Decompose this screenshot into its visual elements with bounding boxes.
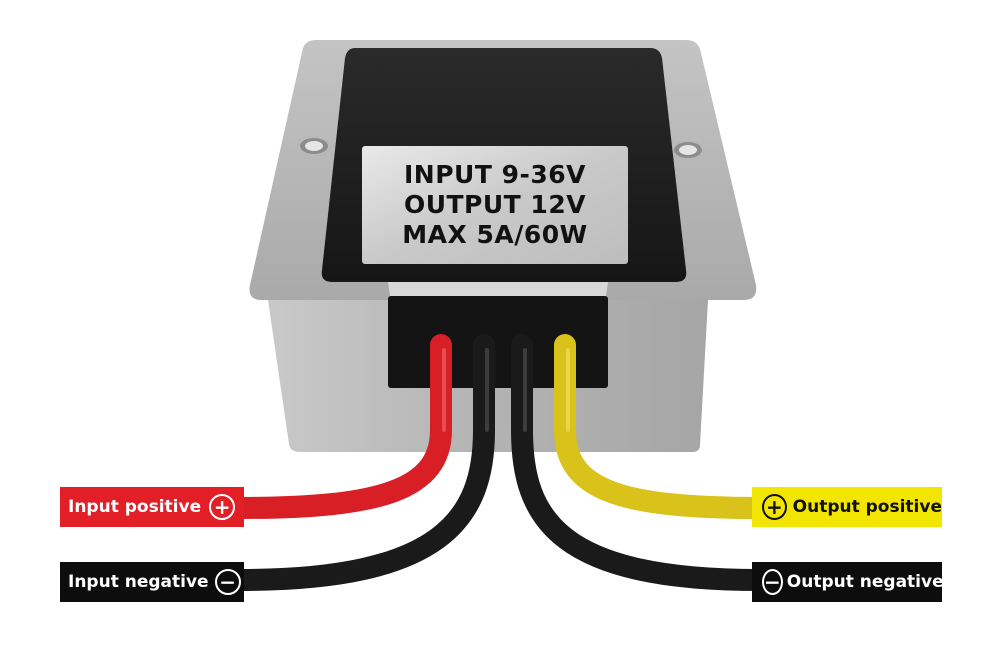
spec-input: INPUT 9-36V	[403, 160, 586, 189]
spec-output: OUTPUT 12V	[403, 190, 587, 219]
input-positive-tag: Input positive +	[60, 487, 244, 527]
output-positive-text: Output positive	[792, 497, 942, 517]
minus-icon: −	[762, 569, 783, 595]
input-negative-text: Input negative	[68, 572, 209, 592]
input-positive-text: Input positive	[68, 497, 202, 517]
spec-label: INPUT 9-36V OUTPUT 12V MAX 5A/60W	[362, 146, 628, 264]
wire-input-positive	[229, 334, 452, 519]
spec-plate	[362, 146, 628, 264]
housing	[249, 40, 757, 452]
output-positive-tag: + Output positive	[752, 487, 942, 527]
output-negative-text: Output negative	[786, 572, 944, 592]
minus-icon: −	[214, 569, 241, 595]
wire-output-positive	[554, 334, 771, 519]
plus-icon: +	[209, 494, 236, 520]
spec-max: MAX 5A/60W	[402, 220, 588, 249]
input-negative-tag: Input negative −	[60, 562, 244, 602]
wires	[229, 334, 771, 591]
plus-icon: +	[762, 494, 787, 520]
output-negative-tag: − Output negative	[752, 562, 944, 602]
wire-input-negative	[229, 334, 495, 591]
wire-output-negative	[511, 334, 771, 591]
